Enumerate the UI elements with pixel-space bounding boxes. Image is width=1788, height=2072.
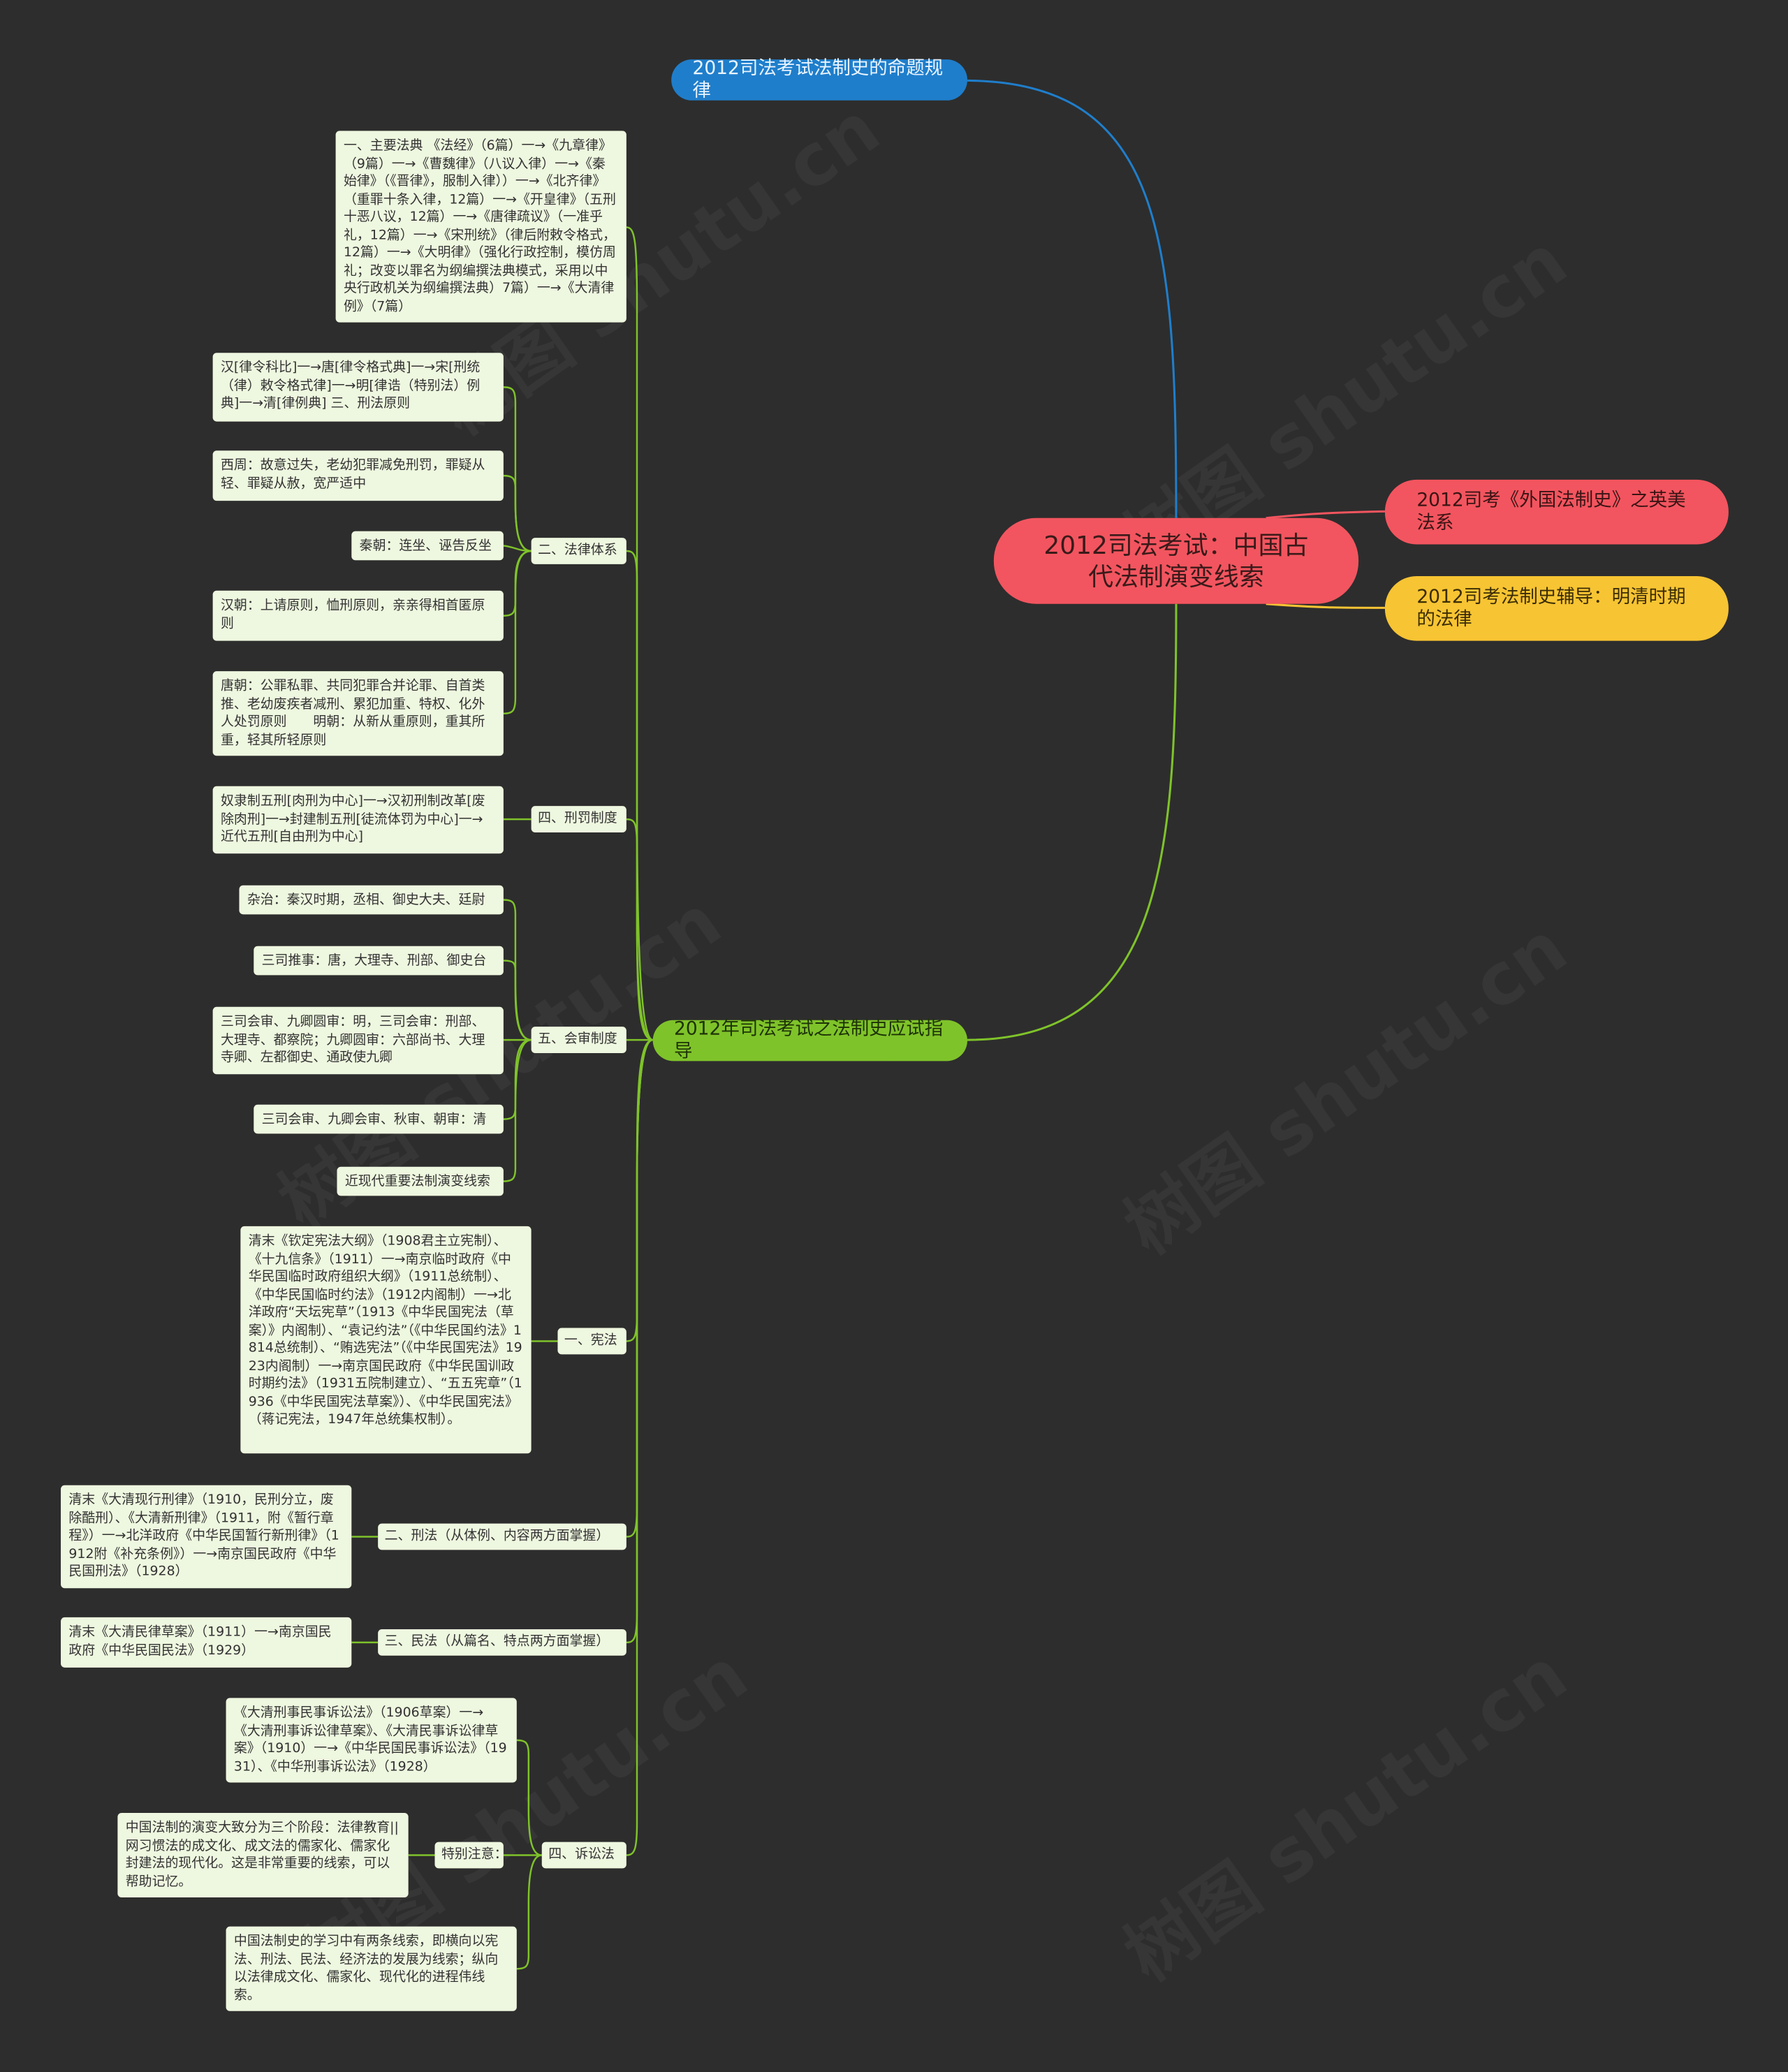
node-sansi-ming[interactable]: 三司会审、九卿圆审：明，三司会审：刑部、大理寺、都察院；九卿圆审：六部尚书、大理… [212, 1006, 504, 1075]
node-note-label[interactable]: 特别注意： [434, 1842, 508, 1869]
link-root-foreign [1266, 510, 1385, 520]
node-modern[interactable]: 近现代重要法制演变线索 [337, 1166, 504, 1196]
link-root-mingqing [1266, 603, 1385, 609]
branch-foreign[interactable]: 2012司考《外国法制史》之英美法系 [1384, 479, 1729, 545]
node-qin[interactable]: 秦朝：连坐、诬告反坐 [351, 531, 504, 561]
node-proc-label[interactable]: 四、诉讼法 [541, 1842, 626, 1869]
node-system-label[interactable]: 二、法律体系 [531, 538, 626, 564]
node-crim[interactable]: 清末《大清现行刑律》（1910，民刑分立，废除酷刑）、《大清新刑律》（1911，… [61, 1485, 352, 1589]
node-punish-label[interactable]: 四、刑罚制度 [531, 806, 626, 833]
node-punish[interactable]: 奴隶制五刑[肉刑为中心]一→汉初刑制改革[废除肉刑]一→封建制五刑[徒流体罚为中… [212, 786, 504, 854]
node-code[interactable]: 一、主要法典 《法经》（6篇）一→《九章律》（9篇）一→《曹魏律》（八议入律）一… [335, 131, 626, 323]
link-guide-crim [626, 1038, 654, 1538]
node-const-label[interactable]: 一、宪法 [557, 1328, 626, 1355]
node-note[interactable]: 中国法制的演变大致分为三个阶段：法律教育||网习惯法的成文化、成文法的儒家化、儒… [117, 1812, 409, 1898]
node-tang-ming[interactable]: 唐朝：公罪私罪、共同犯罪合并论罪、自首类推、老幼废疾者减刑、累犯加重、特权、化外… [212, 671, 504, 756]
link-guide-system [626, 550, 654, 1041]
node-han[interactable]: 汉朝：上请原则，恤刑原则，亲亲得相首匿原则 [212, 590, 504, 641]
node-xizhou[interactable]: 西周：故意过失，老幼犯罪减免刑罚，罪疑从轻、罪疑从赦，宽严适中 [212, 450, 504, 501]
node-civil[interactable]: 清末《大清民律草案》（1911）一→南京国民政府《中华民国民法》（1929） [61, 1617, 352, 1668]
link-guide-proc [626, 1038, 654, 1856]
link-root-guide [967, 603, 1178, 1041]
node-trial-label[interactable]: 五、会审制度 [531, 1027, 626, 1054]
node-sansi-tang[interactable]: 三司推事：唐，大理寺、刑部、御史台 [254, 946, 504, 976]
node-proc[interactable]: 《大清刑事民事诉讼法》（1906草案）一→《大清刑事诉讼律草案》、《大清民事诉讼… [226, 1698, 517, 1783]
branch-rule[interactable]: 2012司法考试法制史的命题规律 [671, 57, 968, 101]
link-guide-punish [626, 818, 654, 1041]
node-system-forms[interactable]: 汉[律令科比]一→唐[律令格式典]一→宋[刑统（律）敕令格式律]一→明[律诰（特… [212, 353, 504, 422]
root-topic[interactable]: 2012司法考试：中国古代法制演变线索 [993, 517, 1359, 604]
node-const[interactable]: 清末《钦定宪法大纲》（1908君主立宪制）、《十九信条》（1911）一→南京临时… [240, 1226, 532, 1454]
node-sansi-qing[interactable]: 三司会审、九卿会审、秋审、朝审：清 [254, 1104, 504, 1134]
node-crim-label[interactable]: 二、刑法（从体例、内容两方面掌握） [378, 1523, 626, 1550]
branch-mingqing[interactable]: 2012司考法制史辅导：明清时期的法律 [1384, 575, 1729, 641]
link-guide-trunk [626, 226, 653, 1041]
node-zazhi[interactable]: 杂治：秦汉时期，丞相、御史大夫、廷尉 [239, 885, 504, 915]
link-root-rule [967, 79, 1178, 518]
node-study[interactable]: 中国法制史的学习中有两条线索，即横向以宪法、刑法、民法、经济法的发展为线索；纵向… [226, 1926, 517, 2011]
branch-guide[interactable]: 2012年司法考试之法制史应试指导 [652, 1018, 968, 1061]
node-civil-label[interactable]: 三、民法（从篇名、特点两方面掌握） [378, 1629, 626, 1656]
